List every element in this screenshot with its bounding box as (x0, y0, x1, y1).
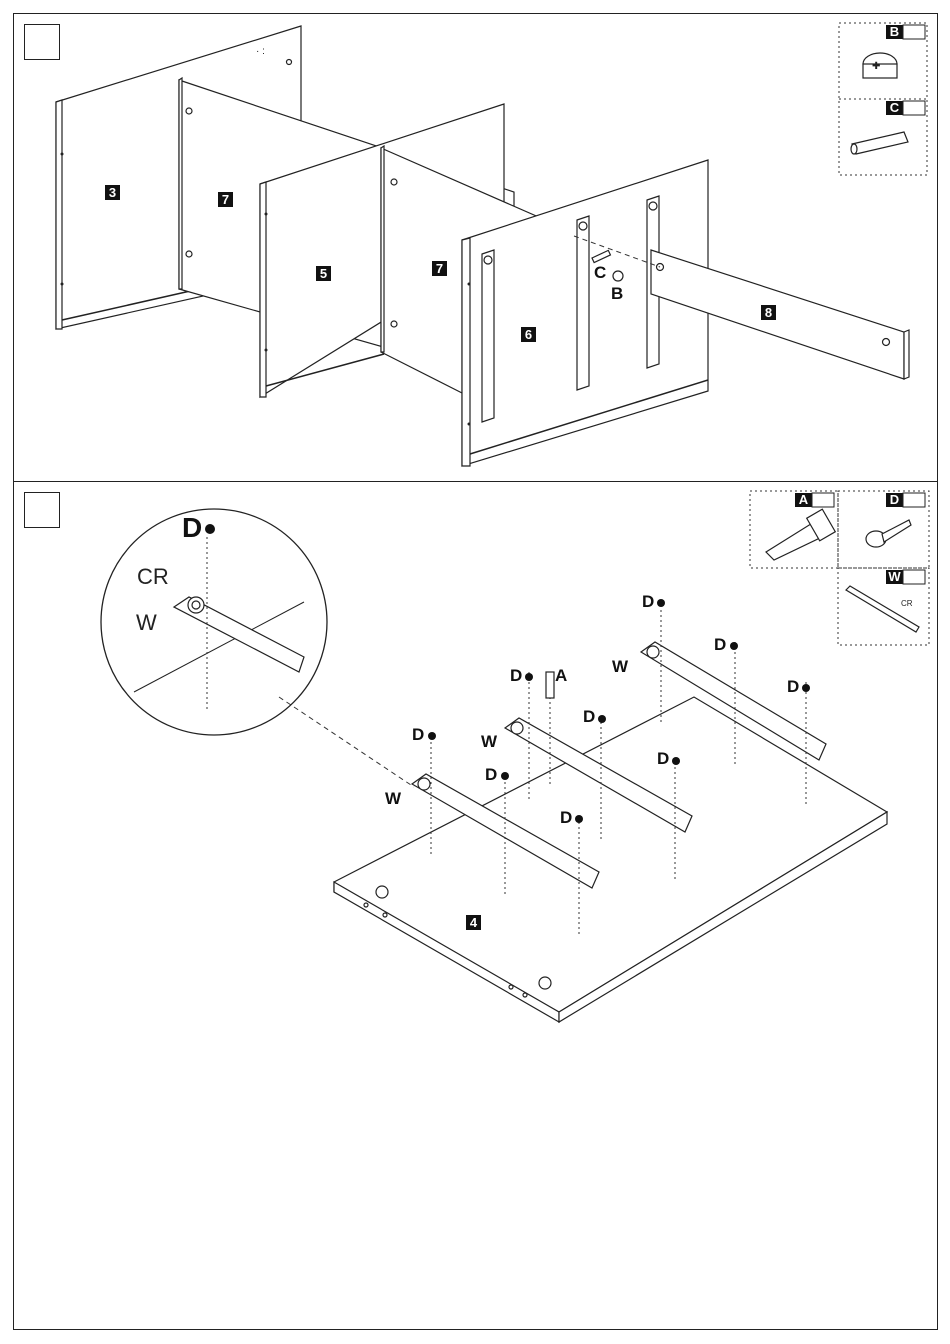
svg-text:D: D (787, 677, 799, 696)
svg-text:W: W (888, 569, 901, 584)
svg-text:CR: CR (901, 599, 913, 608)
svg-text:7: 7 (436, 261, 443, 276)
zoom-label-w: W (136, 610, 157, 635)
svg-text:D: D (642, 592, 654, 611)
svg-text:W: W (612, 657, 629, 676)
svg-text:W: W (481, 732, 498, 751)
label-c: C (594, 263, 606, 282)
svg-text:W: W (385, 789, 402, 808)
svg-text:D: D (560, 808, 572, 827)
svg-text:8: 8 (765, 305, 772, 320)
label-a: A (555, 666, 567, 685)
svg-text:D: D (510, 666, 522, 685)
label-b: B (611, 284, 623, 303)
step-2-diagram: D CR W 4 (14, 482, 939, 1331)
svg-text:D: D (657, 749, 669, 768)
panel-label-4: 4 (470, 915, 478, 930)
runner-icon (846, 586, 919, 632)
step-2-panel: D CR W 4 (13, 481, 938, 1330)
svg-text:A: A (799, 492, 809, 507)
svg-text:C: C (890, 100, 900, 115)
dowel-a-icon (546, 672, 554, 698)
zoom-label-d: D (182, 512, 202, 543)
svg-text:6: 6 (525, 327, 532, 342)
svg-text:· :: · : (256, 46, 265, 57)
svg-text:3: 3 (109, 185, 116, 200)
zoom-label-cr: CR (137, 564, 169, 589)
hardware-legend-step2: A D W CR (750, 491, 929, 645)
zoom-detail: D CR W (101, 509, 327, 735)
svg-text:5: 5 (320, 266, 327, 281)
step-1-panel: · · · : (13, 13, 938, 482)
svg-text:✚: ✚ (872, 61, 880, 72)
svg-text:7: 7 (222, 192, 229, 207)
dowel-icon (852, 132, 908, 154)
svg-text:D: D (412, 725, 424, 744)
svg-text:B: B (890, 24, 899, 39)
svg-text:D: D (583, 707, 595, 726)
cam-b-icon (613, 271, 623, 281)
svg-text:D: D (714, 635, 726, 654)
step-1-diagram: · · · : (14, 14, 939, 483)
svg-text:D: D (485, 765, 497, 784)
hardware-legend-step1: B ✚ C (839, 23, 927, 175)
svg-text:D: D (890, 492, 899, 507)
